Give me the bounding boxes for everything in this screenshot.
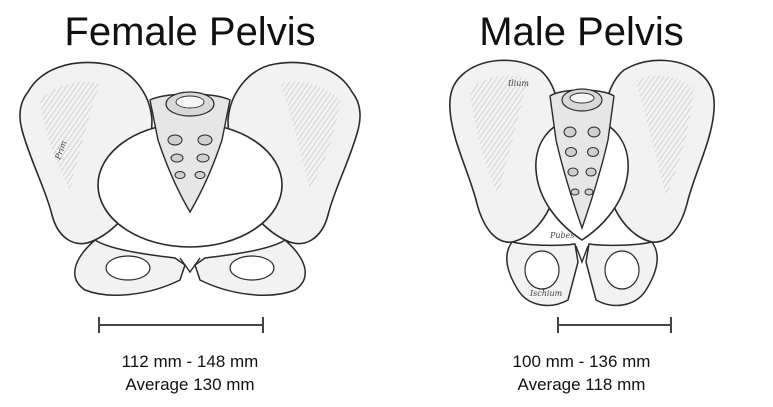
right-obturator-foramen <box>605 251 639 289</box>
male-pelvis-panel: Male Pelvis Ilium Pubes <box>390 0 773 407</box>
bone-label-pubes: Pubes <box>549 231 575 240</box>
female-diameter-range: 112 mm - 148 mm <box>0 351 380 373</box>
right-obturator-foramen <box>230 256 274 280</box>
female-pelvis-illustration: Prim <box>0 0 380 330</box>
bone-label-ilium: Ilium <box>507 79 529 88</box>
male-average-diameter: Average 118 mm <box>390 374 773 396</box>
left-obturator-foramen <box>106 256 150 280</box>
female-measurement-bracket <box>98 317 264 333</box>
left-obturator-foramen <box>525 251 559 289</box>
bone-label-ischium: Ischium <box>529 289 563 298</box>
female-average-diameter: Average 130 mm <box>0 374 380 396</box>
male-measurement-bracket <box>557 317 672 333</box>
male-pelvis-illustration: Ilium Pubes Ischium <box>390 0 773 330</box>
female-pelvis-panel: Female Pelvis Prim 11 <box>0 0 380 407</box>
male-diameter-range: 100 mm - 136 mm <box>390 351 773 373</box>
